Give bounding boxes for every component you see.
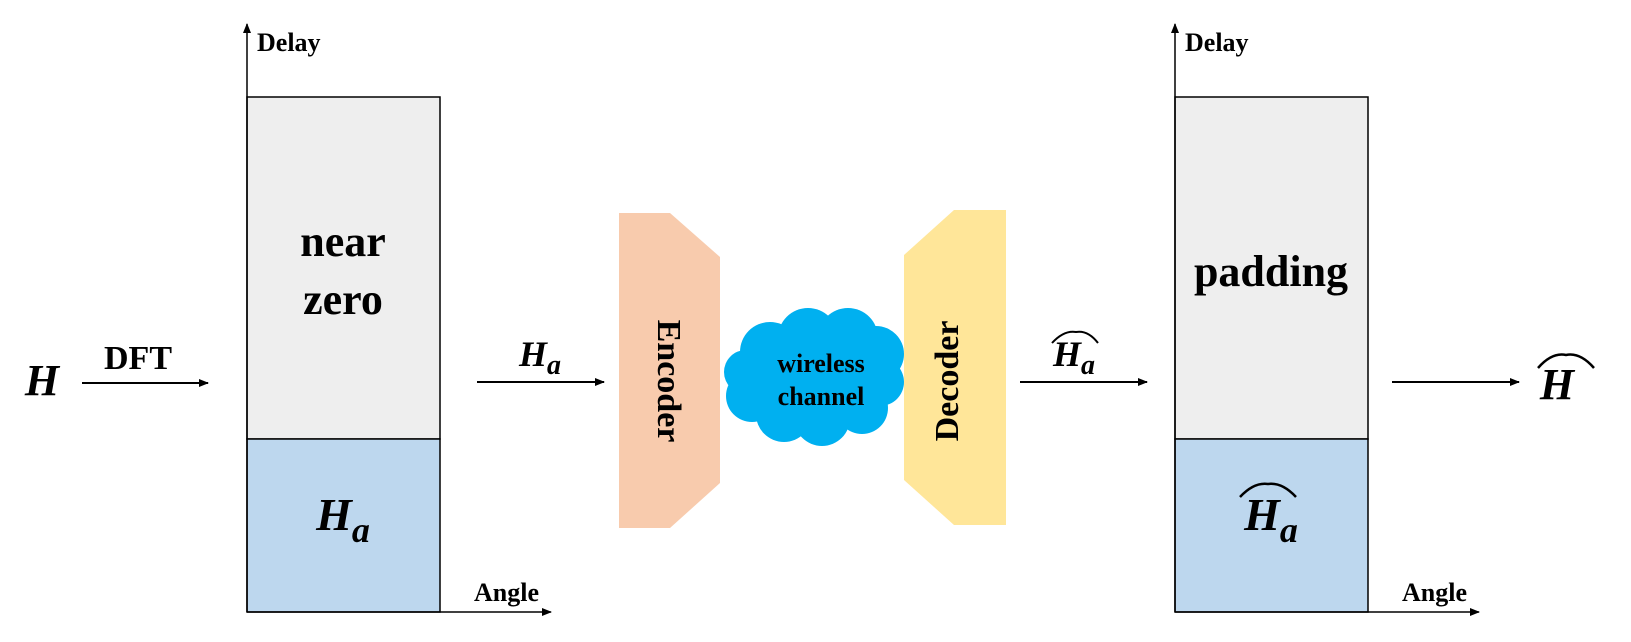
input-symbol: H: [24, 356, 61, 405]
channel-line2: channel: [778, 382, 865, 411]
encoder-block: [619, 213, 720, 528]
left-delay-label: Delay: [257, 28, 321, 57]
right-ha-hat-accent: [1239, 482, 1297, 498]
decoder-block: [904, 210, 1006, 525]
right-ha-hat-label: Ha: [1243, 489, 1298, 550]
right-delay-label: Delay: [1185, 28, 1249, 57]
ha-hat-accent: [1051, 330, 1099, 344]
right-ha-hat-block: [1174, 438, 1369, 613]
encoder-label: Encoder: [650, 320, 687, 443]
padding-label: padding: [1194, 247, 1348, 296]
right-angle-label: Angle: [1402, 578, 1467, 607]
wireless-channel-cloud: [724, 308, 904, 446]
channel-line1: wireless: [777, 349, 865, 378]
decoder-label: Decoder: [929, 321, 966, 442]
left-angle-label: Angle: [474, 578, 539, 607]
near-zero-line1: near: [300, 217, 386, 266]
output-symbol: H: [1539, 360, 1576, 409]
near-zero-line2: zero: [303, 275, 383, 324]
dft-label: DFT: [104, 340, 172, 377]
ha-hat-label: Ha: [1052, 334, 1095, 381]
left-ha-label: Ha: [315, 489, 370, 550]
ha-label: Ha: [518, 334, 561, 381]
right-padding-block: [1174, 96, 1369, 440]
left-near-zero-block: [246, 96, 441, 440]
output-hat-accent: [1537, 353, 1595, 369]
